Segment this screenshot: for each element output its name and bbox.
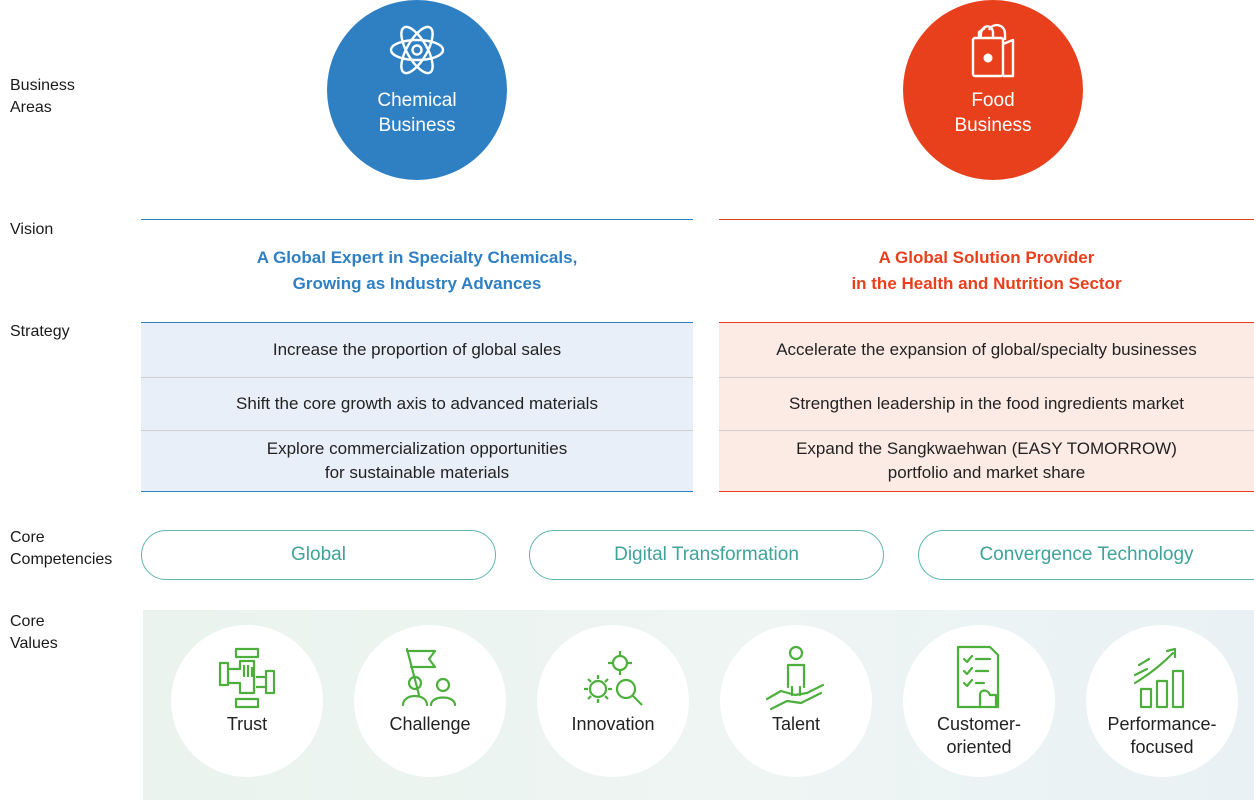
value-innovation: Innovation [537,625,689,777]
value-name: Performance- focused [1107,714,1217,757]
competency-convergence-technology: Convergence Technology [918,530,1254,580]
flag-people-icon [401,647,457,707]
food-strategy-item: Expand the Sangkwaehwan (EASY TOMORROW) … [719,430,1254,491]
chemical-business-circle: Chemical Business [327,0,507,180]
chemical-strategy-item: Shift the core growth axis to advanced m… [141,377,693,430]
atom-icon [389,25,445,75]
competency-digital-transformation: Digital Transformation [529,530,884,580]
value-customer-oriented: Customer- oriented [903,625,1055,777]
food-vision-divider [719,219,1254,220]
value-trust: Trust [171,625,323,777]
food-strategy-item: Strengthen leadership in the food ingred… [719,377,1254,430]
value-name: Trust [226,714,268,734]
value-name: Customer- oriented [936,714,1021,757]
value-performance-focused: Performance- focused [1086,625,1238,777]
value-name: Talent [771,714,821,734]
chemical-strategy-box: Increase the proportion of global sales … [141,322,693,492]
checklist-hand-icon [956,645,1000,709]
food-business-circle: Food Business [903,0,1083,180]
food-strategy-box: Accelerate the expansion of global/speci… [719,322,1254,492]
label-business-areas: Business Areas [10,77,75,116]
value-challenge: Challenge [354,625,506,777]
core-values-panel [143,610,1254,800]
chemical-business-name: Chemical Business [377,90,457,136]
person-hand-icon [765,645,825,711]
label-core-competencies: Core Competencies [10,529,113,568]
value-name: Innovation [571,714,655,734]
label-core-values: Core Values [10,613,58,652]
chemical-vision-text: A Global Expert in Specialty Chemicals, … [256,248,578,293]
food-strategy-item: Accelerate the expansion of global/speci… [776,340,1197,359]
grocery-bag-icon [971,23,1015,78]
competency-global: Global [141,530,496,580]
label-strategy: Strategy [10,323,70,340]
hands-together-icon [218,647,276,709]
value-talent: Talent [720,625,872,777]
label-vision: Vision [10,221,54,238]
food-business-name: Food Business [954,90,1032,136]
value-name: Challenge [389,714,471,734]
chemical-vision-divider [141,219,693,220]
growth-chart-icon [1133,647,1185,709]
food-vision-text: A Global Solution Provider in the Health… [851,248,1122,293]
chemical-strategy-item: Increase the proportion of global sales [272,340,562,359]
chemical-strategy-item: Explore commercialization opportunities … [141,430,693,491]
gears-magnifier-icon [584,651,643,706]
